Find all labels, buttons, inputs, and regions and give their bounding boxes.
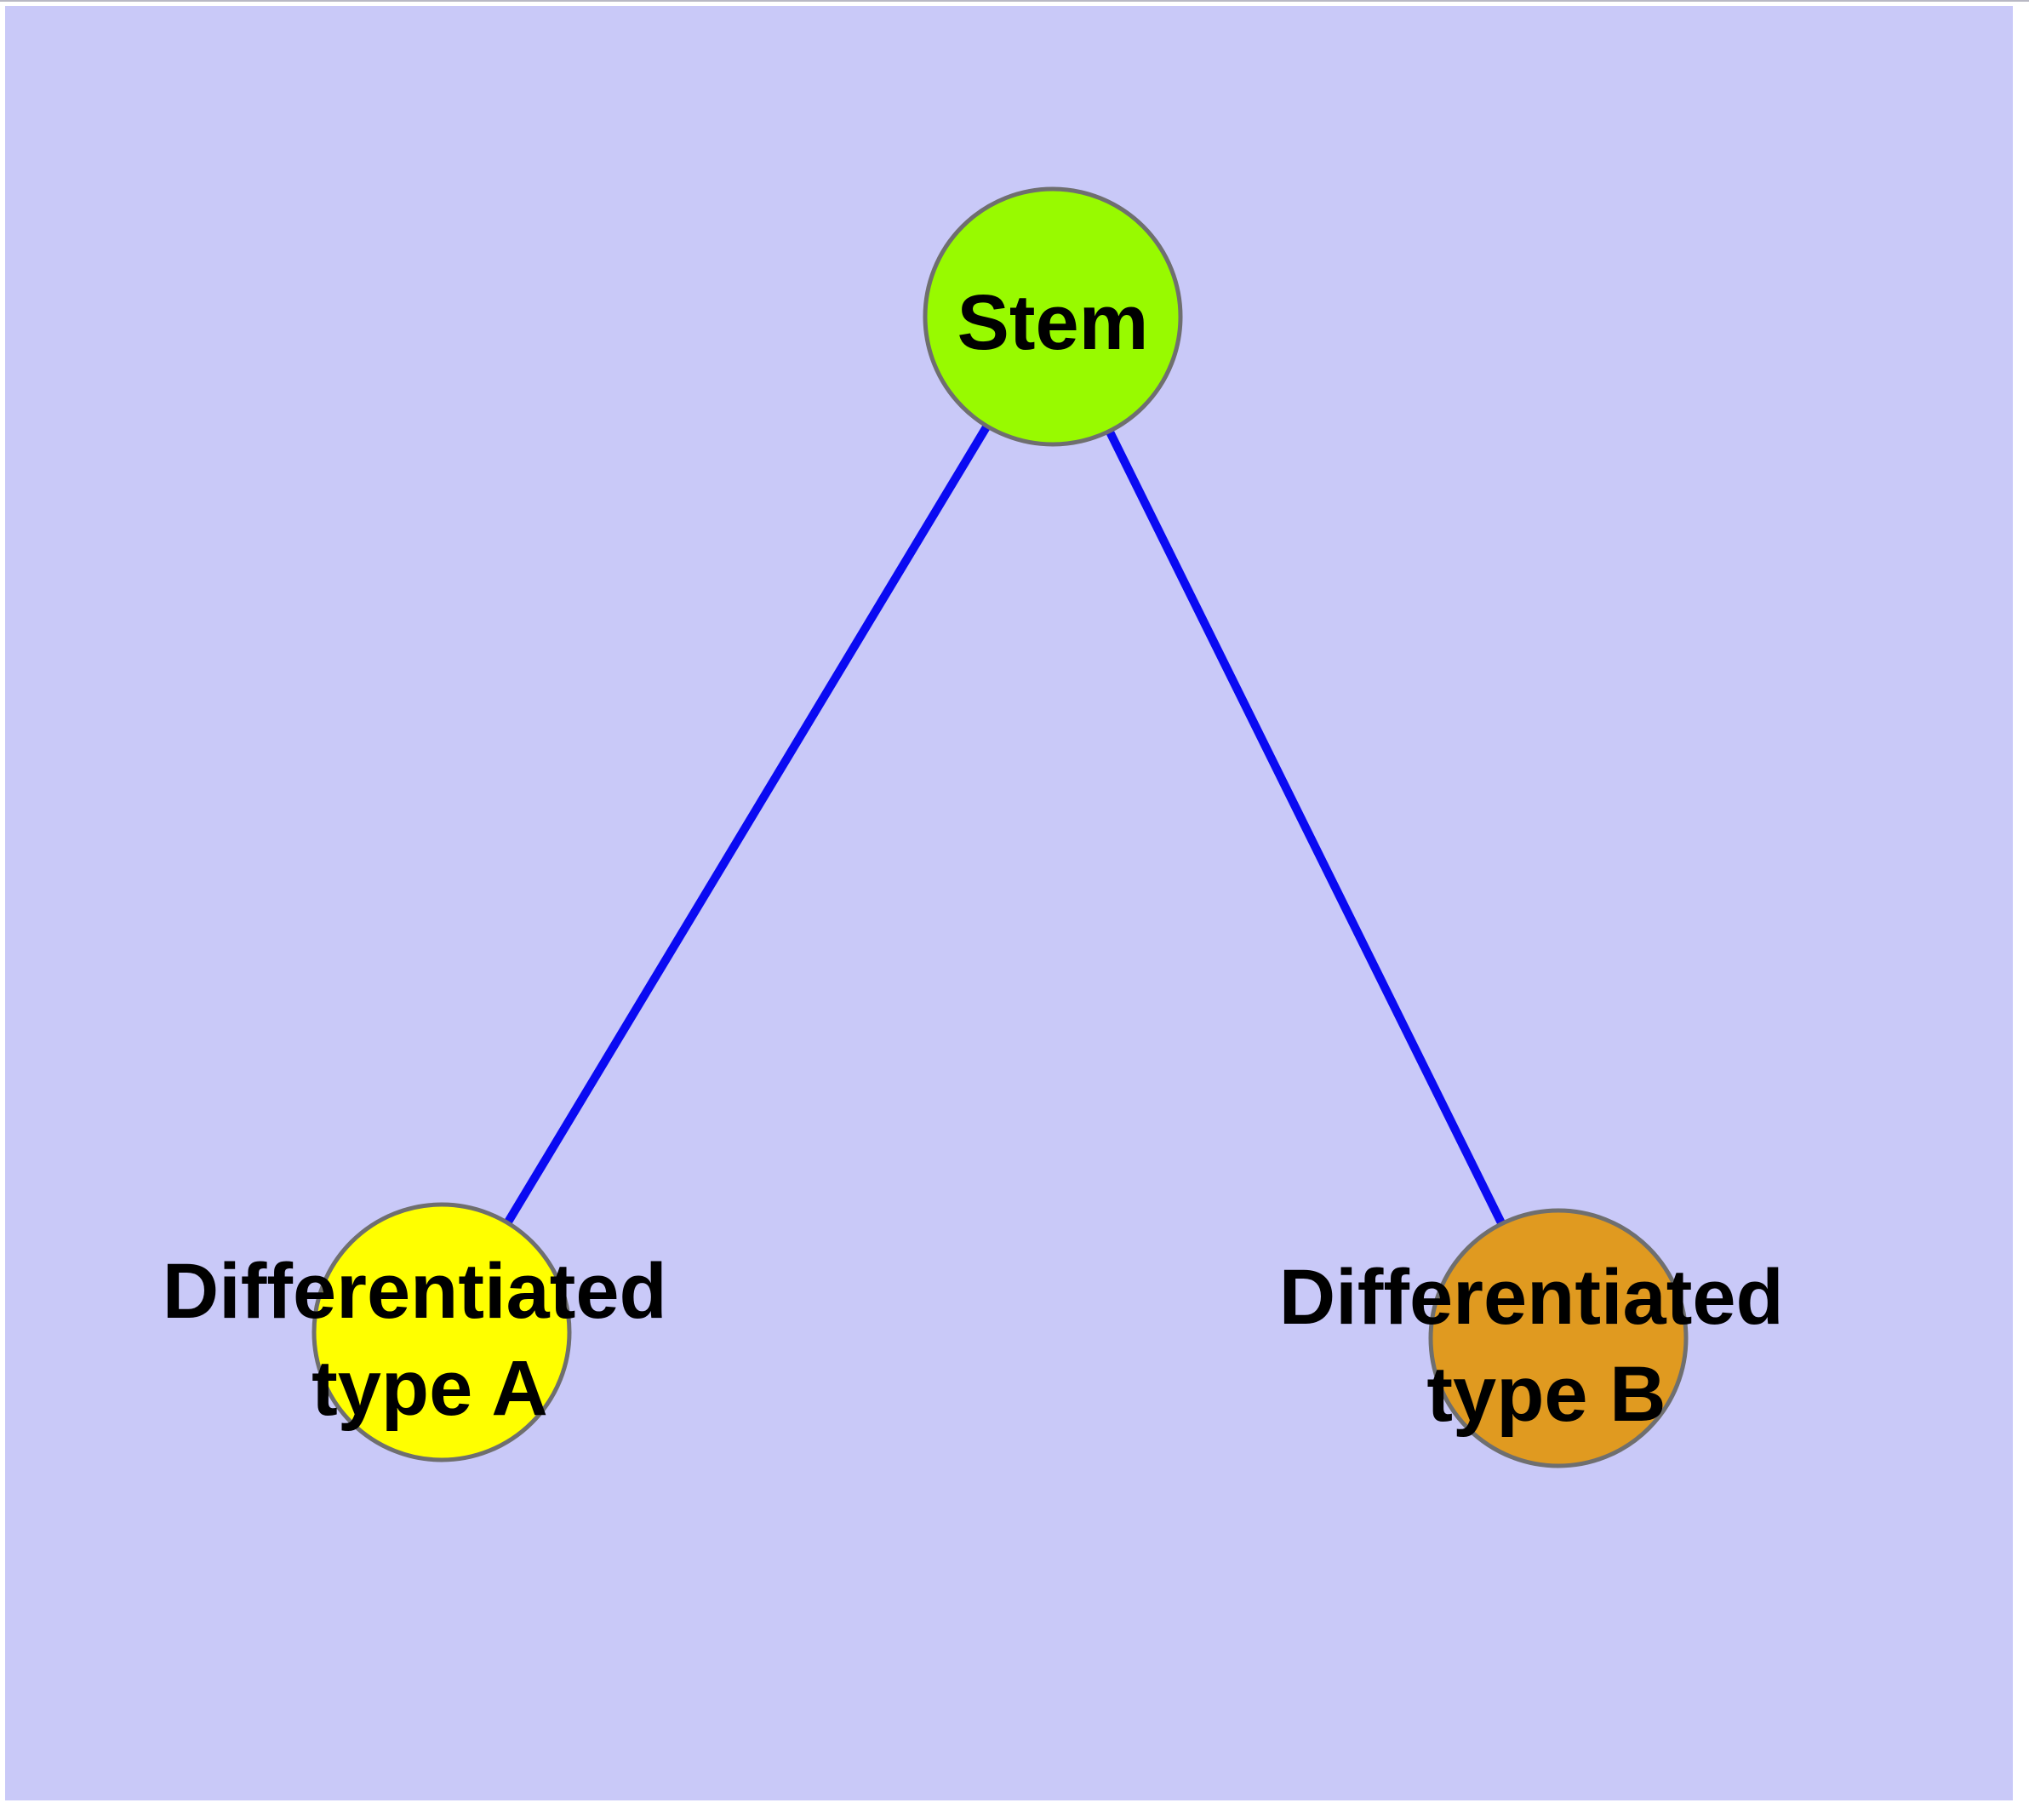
node-stem <box>923 186 1183 447</box>
node-differentiated-type-b <box>1428 1208 1689 1468</box>
node-type-b-label-line2: type B <box>1426 1351 1666 1438</box>
edge-stem-to-type-b <box>1049 314 1563 1341</box>
node-type-a-label: Differentiated type A <box>163 1248 689 1432</box>
edge-stem-to-type-a <box>437 314 1057 1335</box>
node-type-a-label-line2: type A <box>311 1345 548 1432</box>
node-type-b-label: Differentiated type B <box>1279 1254 1806 1438</box>
top-edge-line <box>0 0 2029 2</box>
node-differentiated-type-a <box>311 1202 572 1462</box>
node-stem-label: Stem <box>957 279 1149 366</box>
node-type-a-label-line1: Differentiated <box>163 1248 667 1335</box>
node-type-b-label-line1: Differentiated <box>1279 1254 1784 1341</box>
